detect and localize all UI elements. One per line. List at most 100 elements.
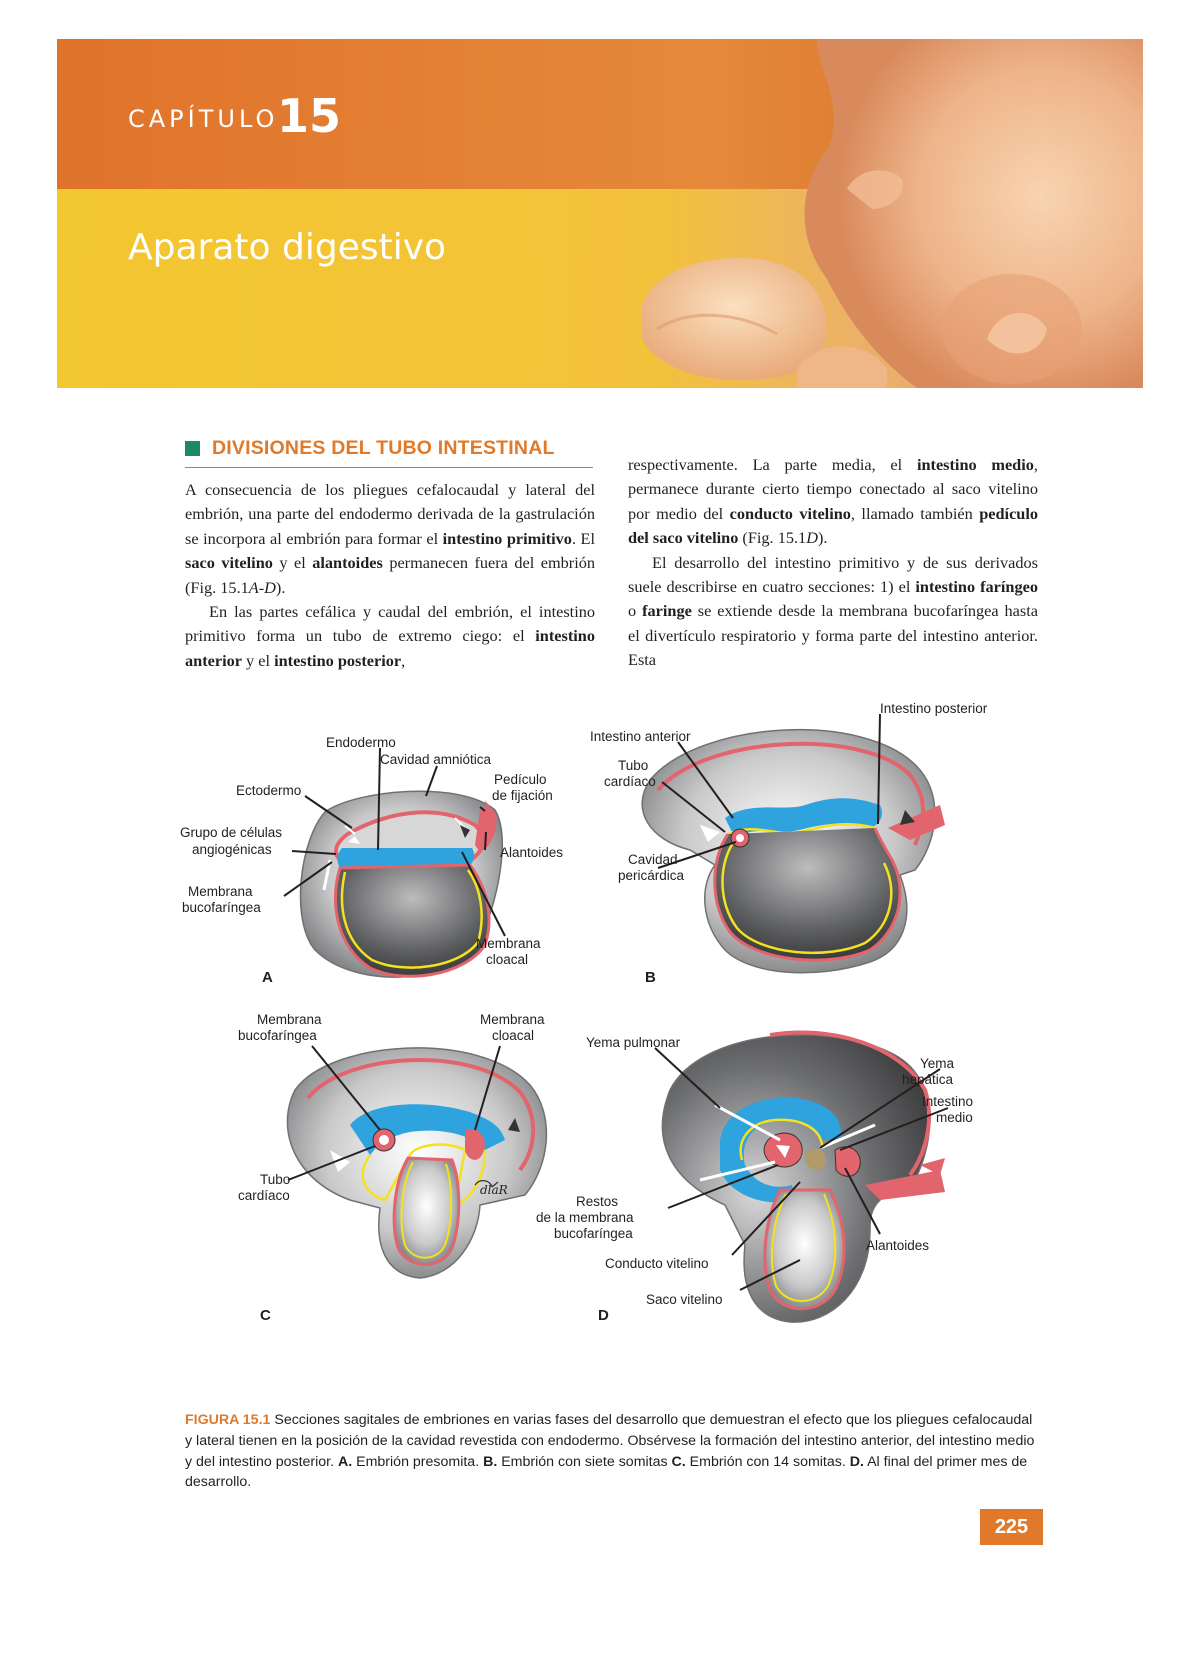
panel-a-leaders <box>283 747 506 937</box>
text-run: C. <box>671 1453 686 1470</box>
label-cloacal-a: cloacal <box>486 952 528 967</box>
panel-letter-c: C <box>260 1307 271 1324</box>
body-paragraph: respectivamente. La parte media, el inte… <box>628 453 1038 551</box>
text-run: , permanece durante cierto tiempo conect… <box>628 455 1038 523</box>
label-alantoides-a: Alantoides <box>500 845 563 860</box>
label-bucofaringea-c: bucofaríngea <box>238 1028 317 1043</box>
page-number: 225 <box>980 1509 1043 1545</box>
label-bucofaringea-a: bucofaríngea <box>182 900 261 915</box>
text-run: D <box>806 528 818 548</box>
text-run: se extiende desde la membrana bucofaríng… <box>628 601 1038 670</box>
text-run: o <box>628 601 643 621</box>
text-run: intestino posterior <box>274 650 402 670</box>
label-intestino-anterior-b: Intestino anterior <box>590 729 691 744</box>
text-run: , <box>401 650 406 670</box>
text-run: Secciones sagitales de embriones en vari… <box>185 1412 1035 1470</box>
section-square-icon <box>185 441 200 456</box>
label-cloacal-c: cloacal <box>492 1028 534 1043</box>
body-paragraph: El desarrollo del intestino primitivo y … <box>628 551 1038 673</box>
label-tubo-c: Tubo <box>260 1172 290 1187</box>
panel-c <box>286 1047 548 1279</box>
label-conducto-vitelino: Conducto vitelino <box>605 1256 709 1271</box>
text-run: A consecuencia de los pliegues cefalocau… <box>185 480 595 548</box>
label-intestino-posterior-b: Intestino posterior <box>880 701 988 716</box>
panel-b-leaders <box>657 713 881 869</box>
section-heading-text: DIVISIONES DEL TUBO INTESTINAL <box>212 437 555 459</box>
body-paragraph: En las partes cefálica y caudal del embr… <box>185 600 595 673</box>
body-paragraph: A consecuencia de los pliegues cefalocau… <box>185 478 595 600</box>
text-run: alantoides <box>312 553 383 573</box>
body-column-right: respectivamente. La parte media, el inte… <box>628 453 1038 673</box>
text-run: (Fig. 15.1 <box>738 528 807 548</box>
text-run: Embrión con siete somitas <box>497 1453 672 1470</box>
text-run: Embrión presomita. <box>352 1453 484 1470</box>
text-run: El desarrollo del intestino primitivo y … <box>628 552 1038 597</box>
label-cardiaco-c: cardíaco <box>238 1188 290 1203</box>
chapter-number: 15 <box>277 89 342 143</box>
label-restos-d: Restos <box>576 1194 618 1209</box>
label-grupo-celulas: Grupo de células <box>180 825 282 840</box>
label-membrana-cloacal-a: Membrana <box>476 936 541 951</box>
label-cavidad-amniotica: Cavidad amniótica <box>380 752 492 767</box>
text-run: B. <box>483 1453 498 1470</box>
section-heading: DIVISIONES DEL TUBO INTESTINAL <box>185 437 593 468</box>
text-run: A. <box>338 1453 353 1470</box>
text-run: intestino faríngeo <box>915 577 1038 597</box>
text-run: . El <box>571 528 596 548</box>
text-run: ). <box>275 577 286 597</box>
text-run: y el <box>272 553 313 573</box>
label-yema-d: Yema <box>920 1056 955 1071</box>
label-membrana-a: Membrana <box>188 884 253 899</box>
label-pericardica-b: pericárdica <box>618 868 685 883</box>
text-run: A-D <box>248 577 276 597</box>
text-run: D. <box>849 1453 864 1470</box>
panel-d <box>661 1030 945 1323</box>
text-run: Al final del primer mes de desarrollo. <box>185 1453 1028 1491</box>
text-run: Embrión con 14 somitas. <box>685 1453 850 1470</box>
figure-caption-id: FIGURA 15.1 <box>185 1412 271 1428</box>
label-bucofaringea-d: bucofaríngea <box>554 1226 633 1241</box>
text-run: ). <box>817 528 828 548</box>
figure-15-1: Endodermo Cavidad amniótica Ectodermo Pe… <box>180 700 1060 1390</box>
banner-background <box>57 39 1143 388</box>
label-angiogenicas: angiogénicas <box>192 842 272 857</box>
figure-caption-text: Secciones sagitales de embriones en vari… <box>185 1412 1034 1490</box>
text-run: intestino medio <box>916 455 1034 474</box>
label-hepatica-d: hepática <box>902 1072 954 1087</box>
label-ectodermo: Ectodermo <box>236 783 301 798</box>
text-run: En las partes cefálica y caudal del embr… <box>185 602 595 646</box>
text-run: y el <box>241 650 275 670</box>
label-de-la-membrana-d: de la membrana <box>536 1210 634 1225</box>
text-run: faringe <box>642 601 692 621</box>
label-cavidad-b: Cavidad <box>628 852 678 867</box>
panel-d-leaders <box>654 1047 949 1291</box>
label-yema-pulmonar: Yema pulmonar <box>586 1035 681 1050</box>
panel-b <box>641 728 945 974</box>
label-endodermo: Endodermo <box>326 735 396 750</box>
text-run: pedículo del saco vitelino <box>628 503 1039 548</box>
chapter-banner <box>57 39 1143 388</box>
panel-c-leaders <box>287 1045 501 1181</box>
label-saco-vitelino: Saco vitelino <box>646 1292 723 1307</box>
text-run: conducto vitelino <box>729 503 851 523</box>
label-tubo-b: Tubo <box>618 758 648 773</box>
figure-caption: FIGURA 15.1 Secciones sagitales de embri… <box>185 1410 1035 1493</box>
text-run: saco vitelino <box>185 553 273 573</box>
panel-letter-a: A <box>262 969 273 986</box>
label-de-fijacion: de fijación <box>492 788 553 803</box>
chapter-label: CAPÍTULO <box>128 105 279 133</box>
label-membrana-c-left: Membrana <box>257 1012 322 1027</box>
body-column-left: A consecuencia de los pliegues cefalocau… <box>185 478 595 673</box>
text-run: permanecen fuera del embrión (Fig. 15.1 <box>185 553 595 597</box>
label-membrana-c-right: Membrana <box>480 1012 545 1027</box>
panel-letter-d: D <box>598 1307 609 1324</box>
chapter-title: Aparato digestivo <box>128 227 447 268</box>
panel-a <box>299 790 503 978</box>
text-run: intestino primitivo <box>442 528 572 548</box>
embryo-diagram: Endodermo Cavidad amniótica Ectodermo Pe… <box>180 701 988 1324</box>
text-run: , llamado también <box>850 503 980 523</box>
artist-signature: dlaR <box>480 1183 508 1197</box>
label-alantoides-d: Alantoides <box>866 1238 929 1253</box>
panel-letter-b: B <box>645 969 656 986</box>
text-run: respectivamente. La parte media, el <box>628 455 917 474</box>
